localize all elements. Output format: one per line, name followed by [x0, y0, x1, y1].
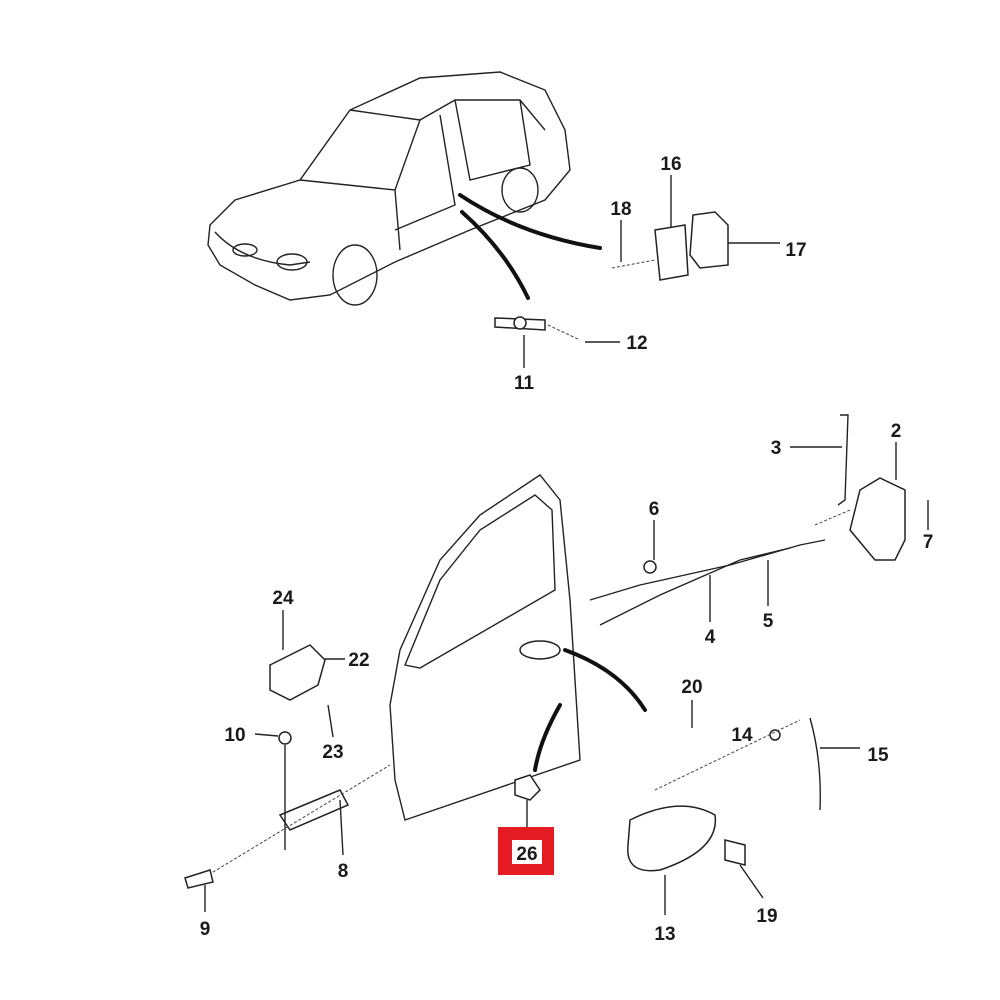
car-illustration — [207, 71, 602, 306]
callout-9[interactable]: 9 — [200, 919, 211, 940]
callout-24[interactable]: 24 — [272, 588, 294, 609]
highlight-label-bg — [512, 840, 542, 864]
outside-handle-assembly — [627, 700, 860, 915]
callout-4[interactable]: 4 — [705, 627, 716, 648]
door-illustration — [389, 474, 647, 838]
callout-3[interactable]: 3 — [771, 438, 782, 459]
door-check-assembly — [184, 610, 391, 912]
callout-6[interactable]: 6 — [649, 499, 660, 520]
callout-2[interactable]: 2 — [891, 421, 902, 442]
callout-19[interactable]: 19 — [756, 906, 777, 927]
callout-15[interactable]: 15 — [867, 745, 889, 766]
callout-12[interactable]: 12 — [626, 333, 647, 354]
callout-20[interactable]: 20 — [681, 677, 702, 698]
callout-5[interactable]: 5 — [763, 611, 774, 632]
callout-14[interactable]: 14 — [731, 725, 753, 746]
callout-labels: 16 18 17 12 11 3 2 7 6 4 5 24 22 10 23 2… — [200, 154, 934, 945]
callout-22[interactable]: 22 — [348, 650, 369, 671]
lock-assembly — [589, 414, 929, 626]
callout-8[interactable]: 8 — [338, 861, 349, 882]
callout-18[interactable]: 18 — [610, 199, 631, 220]
callout-23[interactable]: 23 — [322, 742, 343, 763]
callout-7[interactable]: 7 — [923, 532, 934, 553]
callout-10[interactable]: 10 — [224, 725, 245, 746]
callout-26-highlighted[interactable]: 26 — [516, 844, 537, 865]
callout-13[interactable]: 13 — [654, 924, 675, 945]
hinge-assembly — [494, 175, 780, 368]
callout-16[interactable]: 16 — [660, 154, 681, 175]
callout-17[interactable]: 17 — [785, 240, 806, 261]
callout-11[interactable]: 11 — [514, 373, 535, 394]
